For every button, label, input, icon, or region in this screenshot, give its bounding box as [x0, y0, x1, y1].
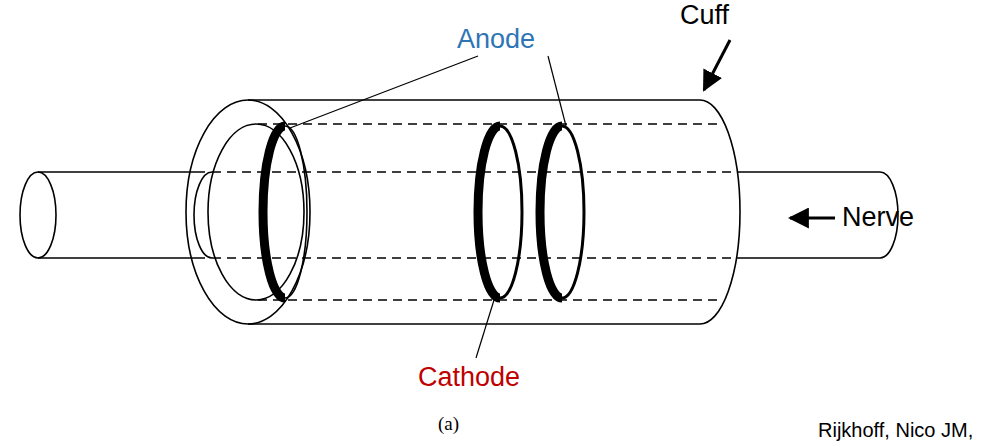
nerve-edge: [738, 171, 880, 173]
anode-ring: [540, 126, 584, 298]
cuff-inner-hidden: [258, 299, 722, 300]
arrow: [790, 217, 835, 220]
nerve-label: Nerve: [842, 204, 914, 231]
arrow: [704, 40, 730, 90]
nerve-hidden: [212, 171, 738, 172]
cathode-ring: [478, 126, 522, 298]
cuff-edge: [248, 99, 700, 101]
cuff-outer-end: [186, 100, 310, 324]
nerve-edge: [738, 257, 880, 259]
citation: Rijkhoff, Nico JM,: [818, 420, 973, 440]
leader-line: [290, 56, 478, 128]
cuff-inner-end: [208, 124, 304, 300]
cuff-label: Cuff: [680, 2, 729, 29]
cathode-label: Cathode: [418, 364, 520, 391]
panel-label: (a): [438, 414, 459, 433]
cuff-inner-hidden: [258, 123, 722, 124]
cuff-right-end: [700, 100, 740, 324]
anode-label: Anode: [457, 26, 535, 53]
leader-line: [476, 300, 494, 358]
nerve-end: [20, 172, 56, 258]
anode-ring: [263, 126, 307, 298]
nerve-edge: [38, 171, 205, 173]
nerve-edge: [38, 257, 205, 259]
nerve-hidden: [212, 257, 738, 258]
nerve-opening: [194, 172, 212, 258]
cuff-edge: [248, 323, 700, 325]
leader-line: [548, 56, 566, 126]
